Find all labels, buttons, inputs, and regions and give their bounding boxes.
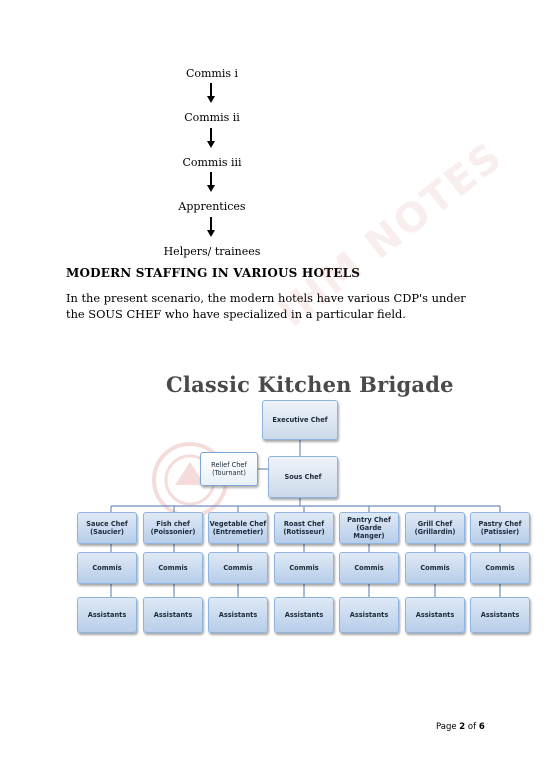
assistants-node: Assistants — [274, 597, 334, 633]
page-footer: Page 2 of 6 — [436, 722, 485, 732]
assistants-node: Assistants — [143, 597, 203, 633]
commis-node: Commis — [339, 552, 399, 584]
footer-total-pages: 6 — [478, 722, 485, 732]
footer-current-page: 2 — [459, 722, 466, 732]
station-node-fish: Fish chef (Poissonier) — [143, 512, 203, 544]
relief-chef-node: Relief Chef (Tournant) — [200, 452, 258, 486]
station-node-vegetable: Vegetable Chef (Entremetier) — [208, 512, 268, 544]
station-node-pantry: Pantry Chef (Garde Manger) — [339, 512, 399, 544]
down-arrow-icon — [207, 83, 215, 103]
commis-node: Commis — [208, 552, 268, 584]
executive-chef-node: Executive Chef — [262, 400, 338, 440]
station-node-roast: Roast Chef (Rotisseur) — [274, 512, 334, 544]
commis-node: Commis — [470, 552, 530, 584]
commis-node: Commis — [274, 552, 334, 584]
station-node-sauce: Sauce Chef (Saucier) — [77, 512, 137, 544]
assistants-node: Assistants — [470, 597, 530, 633]
hierarchy-item-3: Commis iii — [182, 156, 242, 169]
hierarchy-item-2: Commis ii — [184, 111, 240, 124]
assistants-node: Assistants — [208, 597, 268, 633]
sous-chef-node: Sous Chef — [268, 456, 338, 498]
down-arrow-icon — [207, 128, 215, 148]
assistants-node: Assistants — [77, 597, 137, 633]
body-paragraph: In the present scenario, the modern hote… — [66, 291, 466, 321]
chart-title: Classic Kitchen Brigade — [166, 372, 454, 397]
commis-node: Commis — [77, 552, 137, 584]
station-node-pastry: Pastry Chef (Patissier) — [470, 512, 530, 544]
commis-node: Commis — [143, 552, 203, 584]
footer-prefix: Page — [436, 722, 460, 732]
station-node-grill: Grill Chef (Grillardin) — [405, 512, 465, 544]
section-heading: MODERN STAFFING IN VARIOUS HOTELS — [66, 266, 361, 280]
hierarchy-item-4: Apprentices — [178, 200, 246, 213]
down-arrow-icon — [207, 172, 215, 192]
down-arrow-icon — [207, 217, 215, 237]
footer-middle: of — [465, 722, 479, 732]
commis-node: Commis — [405, 552, 465, 584]
hierarchy-item-1: Commis i — [185, 67, 239, 80]
assistants-node: Assistants — [339, 597, 399, 633]
assistants-node: Assistants — [405, 597, 465, 633]
hierarchy-item-5: Helpers/ trainees — [163, 245, 261, 258]
